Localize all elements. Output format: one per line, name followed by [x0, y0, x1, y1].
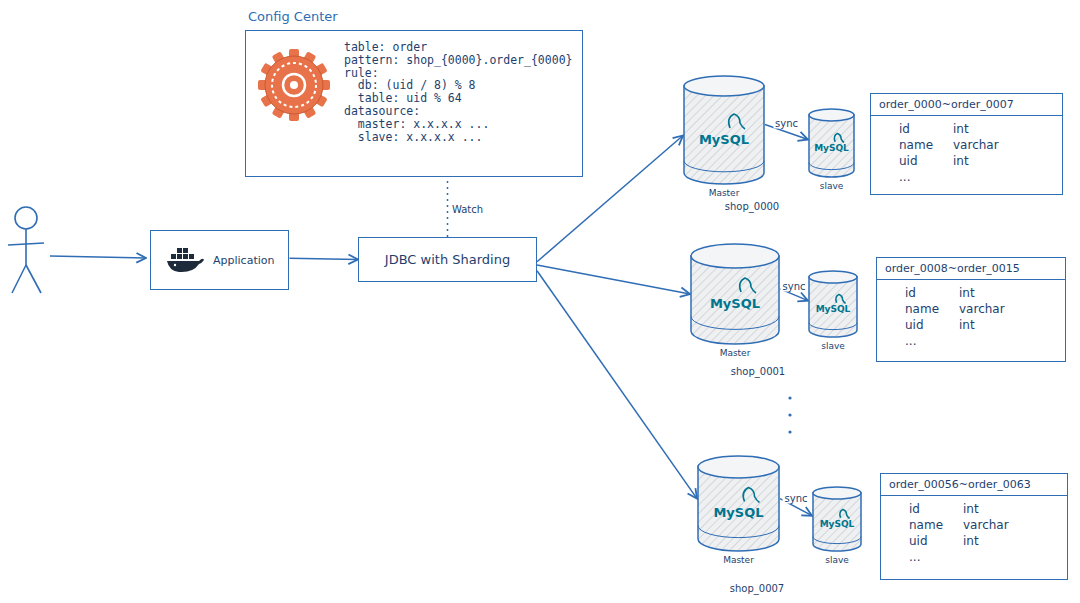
table-cell: varchar	[963, 518, 1055, 532]
db-logo-text: MySQL	[690, 296, 780, 311]
watch-link	[447, 177, 449, 237]
table-cell: int	[959, 318, 1053, 332]
table-schema-box: order_0000~order_0007idintnamevarcharuid…	[870, 93, 1063, 195]
table-header: order_0008~order_0015	[877, 258, 1065, 280]
table-cell: uid	[909, 534, 963, 548]
table-body: idintnamevarcharuidint...	[877, 280, 1065, 354]
db-role-label: Master	[690, 348, 780, 358]
flow-arrow	[537, 265, 690, 294]
config-line: datasource:	[344, 105, 572, 118]
box-label: JDBC with Sharding	[385, 252, 510, 267]
database-cylinder	[683, 75, 765, 185]
flow-arrow	[537, 271, 697, 499]
box-label: Application	[213, 254, 274, 267]
config-line: db: (uid / 8) % 8	[344, 79, 572, 92]
flow-arrow	[289, 258, 358, 259]
table-cell: varchar	[953, 138, 1050, 152]
table-cell: name	[909, 518, 963, 532]
table-cell: ...	[909, 550, 963, 564]
config-line: table: order	[344, 41, 572, 54]
ellipsis-dots	[788, 396, 791, 433]
table-cell: id	[909, 502, 963, 516]
config-line: pattern: shop_{0000}.order_{0000}	[344, 54, 572, 67]
gear-icon	[256, 47, 332, 123]
db-role-label: slave	[808, 341, 858, 351]
db-logo-text: MySQL	[808, 143, 855, 153]
edge-label: sync	[783, 493, 810, 504]
application-box: Application	[150, 230, 289, 290]
process-box: JDBC with Sharding	[358, 237, 537, 282]
db-logo-text: MySQL	[683, 132, 765, 147]
config-line: slave: x.x.x.x ...	[344, 131, 572, 144]
db-logo-text: MySQL	[812, 519, 862, 529]
shard-name: shop_0007	[730, 583, 784, 594]
table-cell: uid	[899, 154, 953, 168]
table-cell: uid	[905, 318, 959, 332]
shard-name: shop_0001	[731, 366, 785, 377]
table-body: idintnamevarcharuidint...	[881, 496, 1067, 570]
database-node: MySQLMaster	[697, 455, 780, 552]
config-line: table: uid % 64	[344, 92, 572, 105]
db-role-label: Master	[697, 555, 780, 565]
edge-label: Watch	[450, 204, 485, 215]
table-cell: ...	[899, 170, 953, 184]
table-cell: name	[905, 302, 959, 316]
table-body: idintnamevarcharuidint...	[871, 116, 1062, 190]
table-cell: varchar	[959, 302, 1053, 316]
db-logo-text: MySQL	[808, 304, 858, 314]
table-cell: id	[905, 286, 959, 300]
config-code: table: orderpattern: shop_{0000}.order_{…	[344, 31, 582, 153]
docker-icon	[165, 245, 205, 275]
database-node: MySQLMaster	[683, 75, 765, 185]
edge-label: sync	[773, 118, 800, 129]
database-node: MySQLslave	[808, 270, 858, 338]
db-role-label: Master	[683, 188, 765, 198]
config-line: master: x.x.x.x ...	[344, 118, 572, 131]
edge-label: sync	[781, 280, 808, 291]
database-cylinder	[697, 455, 780, 552]
db-role-label: slave	[812, 555, 862, 565]
table-cell: name	[899, 138, 953, 152]
table-cell: id	[899, 122, 953, 136]
table-cell: ...	[905, 334, 959, 348]
table-cell: int	[963, 502, 1055, 516]
config-line: rule:	[344, 67, 572, 80]
table-header: order_0000~order_0007	[871, 94, 1062, 116]
user-arrow	[50, 256, 146, 258]
database-cylinder	[690, 243, 780, 345]
table-schema-box: order_0008~order_0015idintnamevarcharuid…	[876, 257, 1066, 362]
database-node: MySQLslave	[812, 486, 862, 552]
panel-title: Config Center	[248, 9, 338, 24]
db-logo-text: MySQL	[697, 505, 780, 520]
table-cell: int	[959, 286, 1053, 300]
table-schema-box: order_00056~order_0063idintnamevarcharui…	[880, 473, 1068, 580]
table-cell: int	[953, 154, 1050, 168]
table-cell: int	[963, 534, 1055, 548]
table-header: order_00056~order_0063	[881, 474, 1067, 496]
table-cell: int	[953, 122, 1050, 136]
config-box: Config Centertable: orderpattern: shop_{…	[245, 30, 583, 177]
database-node: MySQLMaster	[690, 243, 780, 345]
database-node: MySQLslave	[808, 108, 855, 178]
db-role-label: slave	[808, 181, 855, 191]
person-figure	[8, 207, 44, 293]
shard-name: shop_0000	[725, 201, 779, 212]
